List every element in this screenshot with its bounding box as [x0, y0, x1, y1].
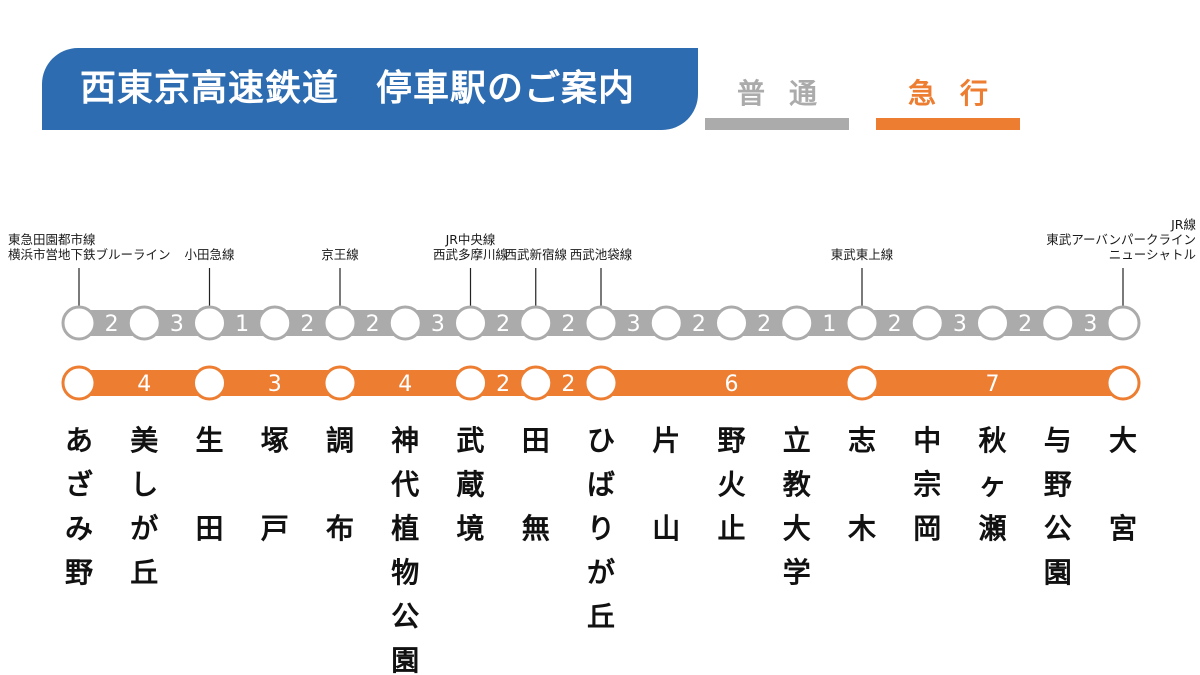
- local-travel-time: 2: [300, 312, 314, 337]
- transfer-line-label: ニューシャトル: [1109, 247, 1196, 262]
- legend-local-label: 普通: [736, 77, 841, 110]
- station-name: 調布: [326, 424, 354, 545]
- local-travel-time: 2: [1018, 312, 1032, 337]
- local-travel-time: 2: [888, 312, 902, 337]
- express-travel-time: 2: [496, 372, 510, 397]
- transfer-line-label: 横浜市営地下鉄ブルーライン: [8, 247, 171, 262]
- transfer-line-label: JR中央線: [445, 232, 496, 247]
- local-stop-marker: [844, 305, 880, 341]
- local-stop-marker: [779, 305, 815, 341]
- local-stop-marker: [387, 305, 423, 341]
- page-title: 西東京高速鉄道 停車駅のご案内: [80, 68, 636, 109]
- station-name: 志木: [847, 424, 876, 545]
- local-stop-marker: [648, 305, 684, 341]
- express-travel-time: 7: [986, 372, 1000, 397]
- local-travel-time: 3: [953, 312, 967, 337]
- station-name: 与野公園: [1044, 424, 1072, 589]
- express-travel-time: 6: [725, 372, 739, 397]
- station-name: 神代植物公園: [390, 424, 419, 675]
- local-travel-time: 3: [627, 312, 641, 337]
- local-travel-time: 2: [105, 312, 119, 337]
- transfer-line-label: 京王線: [321, 247, 359, 262]
- local-travel-time: 2: [692, 312, 706, 337]
- transfer-line-label: 東武アーバンパークライン: [1046, 232, 1196, 247]
- station-name: 片山: [652, 424, 680, 545]
- express-stop-marker: [61, 365, 97, 401]
- local-travel-time: 3: [1083, 312, 1097, 337]
- local-stop-marker: [126, 305, 162, 341]
- local-stop-marker: [453, 305, 488, 341]
- local-stop-marker: [192, 305, 227, 341]
- local-stop-marker: [714, 305, 749, 341]
- station-name: 美しが丘: [130, 424, 158, 589]
- local-travel-time: 1: [235, 312, 249, 337]
- local-stop-marker: [909, 305, 945, 341]
- local-stop-marker: [257, 305, 293, 341]
- station-name: 中宗岡: [913, 424, 941, 545]
- local-stop-marker: [1040, 305, 1076, 341]
- express-travel-time: 2: [561, 372, 575, 397]
- express-travel-time: 3: [268, 372, 282, 397]
- local-stop-marker: [322, 305, 358, 341]
- local-travel-time: 2: [757, 312, 771, 337]
- express-stop-marker: [322, 365, 358, 401]
- express-travel-time: 4: [137, 372, 151, 397]
- express-travel-time: 4: [398, 372, 412, 397]
- station-name: 塚戸: [261, 424, 289, 545]
- station-name: 秋ヶ瀬: [978, 424, 1007, 545]
- transfer-line-label: 西武池袋線: [570, 247, 633, 262]
- transfer-line-label: 西武新宿線: [504, 247, 567, 262]
- local-travel-time: 2: [496, 312, 510, 337]
- local-stop-marker: [1105, 305, 1141, 341]
- transfer-line-label: JR線: [1170, 217, 1196, 232]
- legend-express-bar: [876, 118, 1020, 130]
- local-travel-time: 2: [366, 312, 380, 337]
- express-stop-marker: [1105, 365, 1141, 401]
- transfer-line-label: 東武東上線: [831, 247, 894, 262]
- station-name: 武蔵境: [456, 424, 484, 545]
- express-stop-marker: [518, 365, 554, 401]
- station-name: 生田: [195, 424, 223, 545]
- local-travel-time: 3: [170, 312, 184, 337]
- express-stop-marker: [453, 365, 488, 401]
- station-name: 立教大学: [783, 424, 811, 589]
- title-banner: [42, 48, 698, 130]
- express-stop-marker: [844, 365, 880, 401]
- station-name: ひばりが丘: [587, 424, 615, 633]
- express-stop-marker: [583, 365, 619, 401]
- local-stop-marker: [975, 305, 1010, 341]
- transfer-line-label: 東急田園都市線: [8, 232, 96, 247]
- station-name: あざみ野: [65, 424, 93, 589]
- station-name: 野火止: [717, 424, 745, 545]
- local-stop-marker: [61, 305, 97, 341]
- local-travel-time: 3: [431, 312, 445, 337]
- station-name: 田無: [522, 424, 550, 545]
- express-stop-marker: [192, 365, 227, 401]
- local-stop-marker: [518, 305, 554, 341]
- local-travel-time: 1: [822, 312, 836, 337]
- transfer-line-label: 西武多摩川線: [433, 247, 509, 262]
- station-name: 大宮: [1109, 424, 1137, 545]
- local-stop-marker: [583, 305, 619, 341]
- legend-express-label: 急行: [907, 77, 1012, 110]
- local-travel-time: 2: [561, 312, 575, 337]
- legend-local-bar: [705, 118, 849, 130]
- transfer-line-label: 小田急線: [184, 247, 235, 262]
